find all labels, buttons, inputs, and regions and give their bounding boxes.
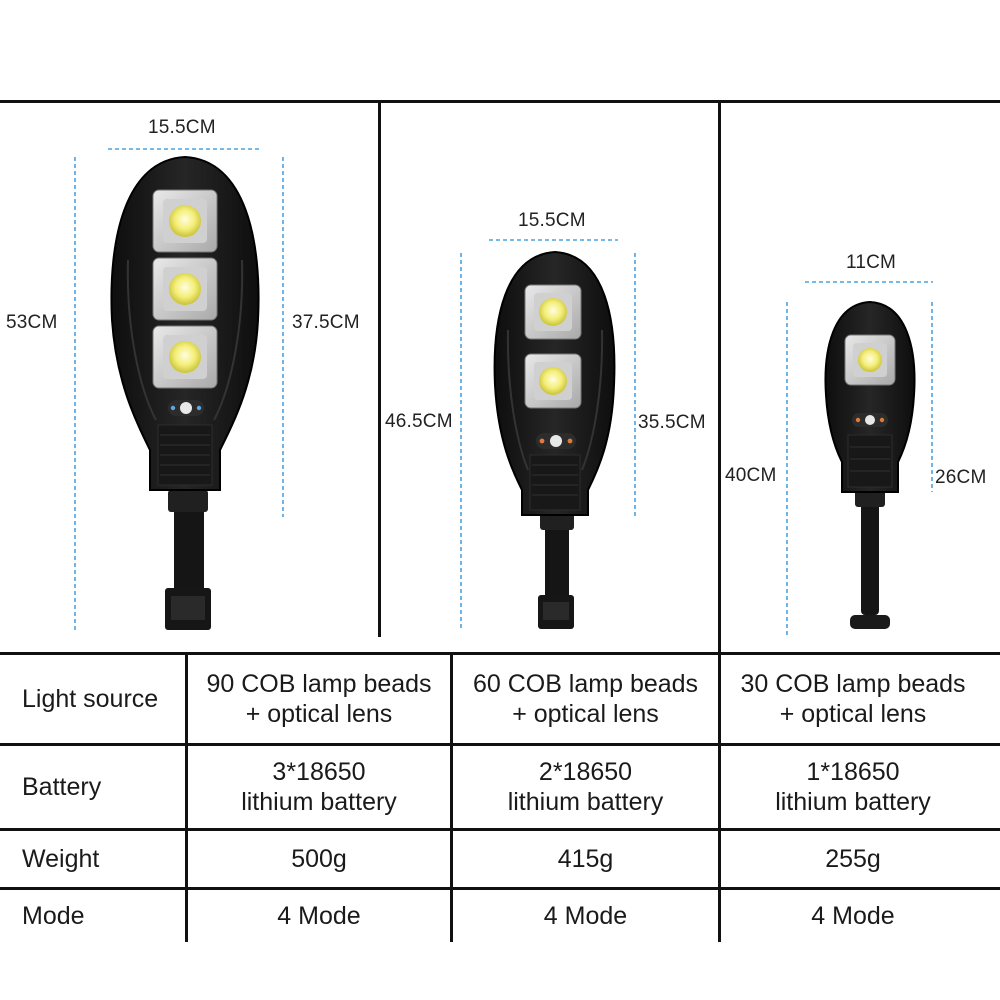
weight-cell: 255g [825, 845, 881, 873]
table-col-line-2 [450, 652, 453, 942]
led-module-icon [152, 189, 218, 253]
battery-cell: 1*18650 lithium battery [775, 758, 931, 816]
lamp-small-illustration [824, 300, 916, 629]
mode-cell: 4 Mode [543, 902, 628, 930]
lamp-large-head-height-label: 37.5CM [292, 312, 360, 333]
weight-cell: 500g [291, 845, 347, 873]
lamp-small-total-height-label: 40CM [725, 465, 777, 486]
light-source-cell: 90 COB lamp beads + optical lens [206, 670, 432, 728]
table-row-line-1 [0, 743, 1000, 746]
motion-sensor-icon [536, 433, 576, 449]
table-col-line-3 [718, 652, 721, 942]
lamp-medium-width-label: 15.5CM [518, 210, 586, 231]
mode-cell: 4 Mode [811, 902, 895, 930]
motion-sensor-icon [168, 400, 204, 416]
mode-cell: 4 Mode [277, 902, 361, 930]
table-col-line-1 [185, 652, 188, 942]
table-top-line [0, 652, 1000, 655]
led-module-icon [152, 325, 218, 389]
light-source-cell: 30 COB lamp beads + optical lens [740, 670, 966, 728]
table-row-line-3 [0, 887, 1000, 890]
battery-cell: 3*18650 lithium battery [241, 758, 397, 816]
led-module-icon [152, 257, 218, 321]
led-module-icon [524, 353, 582, 409]
lamp-small-width-label: 11CM [846, 252, 897, 273]
lamp-medium-total-height-label: 46.5CM [385, 411, 453, 432]
lamp-medium-head-height-label: 35.5CM [638, 412, 706, 433]
row-label-mode: Mode [22, 902, 85, 930]
divider-line-1 [378, 100, 381, 637]
lamp-large-illustration [110, 155, 260, 630]
row-label-battery: Battery [22, 773, 102, 801]
lamp-large-total-height-label: 53CM [6, 312, 58, 333]
lamp-medium-illustration [493, 250, 616, 629]
lamp-small-head-height-label: 26CM [935, 467, 987, 488]
light-source-cell: 60 COB lamp beads + optical lens [472, 670, 699, 728]
led-module-icon [844, 334, 896, 386]
weight-cell: 415g [557, 845, 614, 873]
dimension-lines [74, 148, 933, 638]
row-label-light-source: Light source [22, 685, 159, 713]
led-module-icon [524, 284, 582, 340]
battery-cell: 2*18650 lithium battery [507, 758, 664, 816]
top-border-line [0, 100, 1000, 103]
lamp-large-width-label: 15.5CM [148, 117, 216, 138]
table-row-line-2 [0, 828, 1000, 831]
row-label-weight: Weight [22, 845, 100, 873]
motion-sensor-icon [852, 413, 888, 427]
divider-line-2 [718, 100, 721, 655]
